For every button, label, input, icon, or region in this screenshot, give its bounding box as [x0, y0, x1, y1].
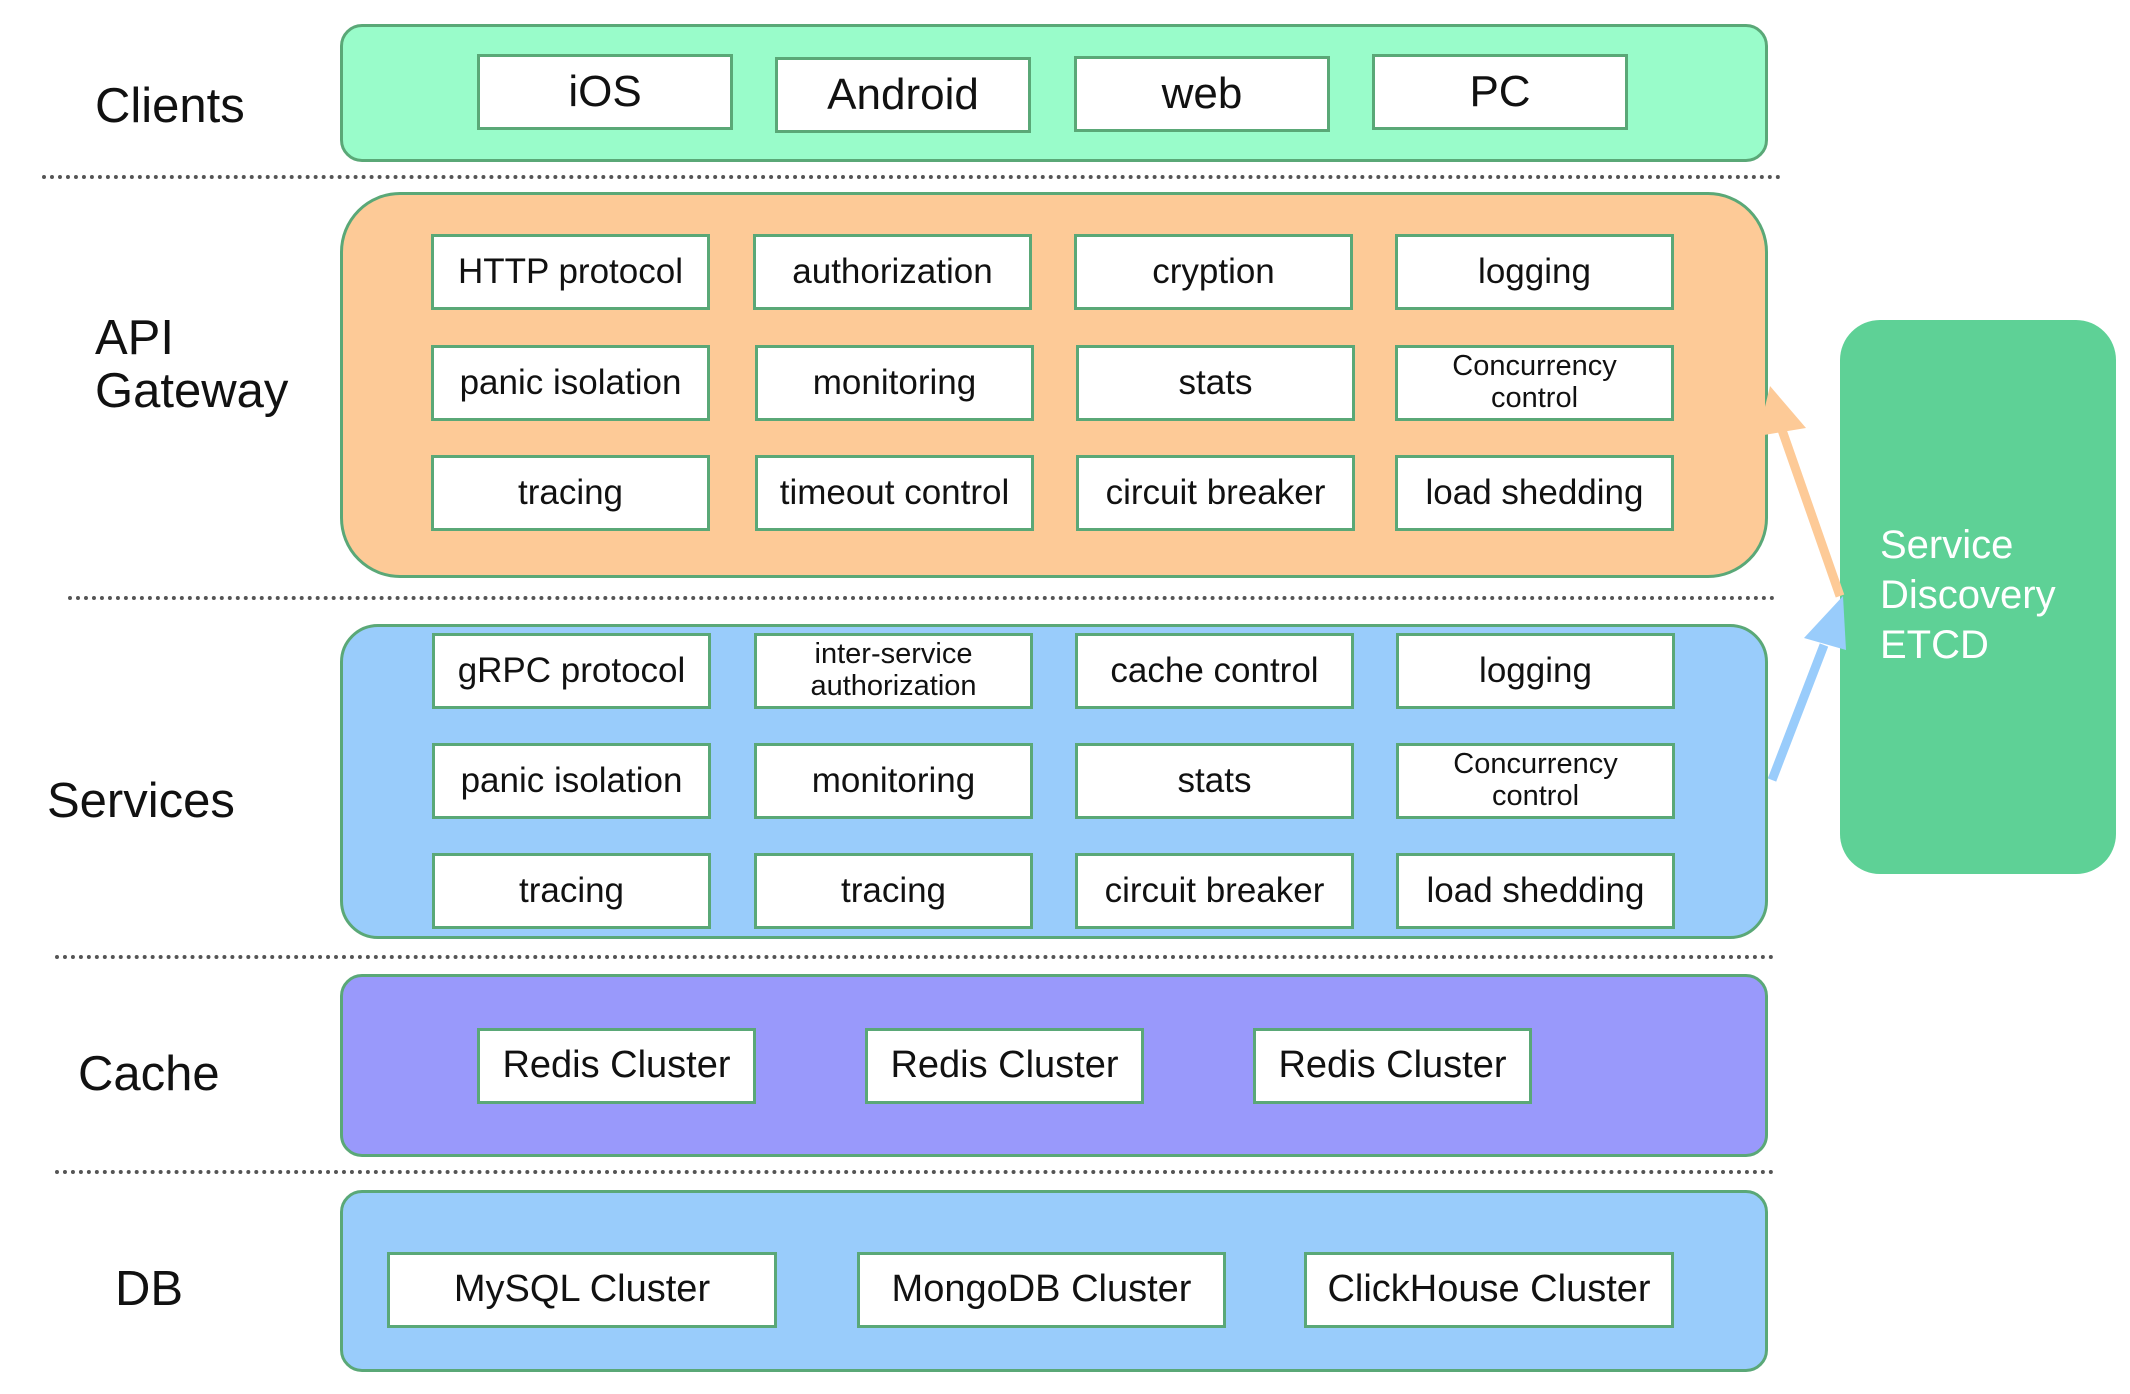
- services-box-5: panic isolation: [432, 743, 711, 819]
- gateway-box-2: authorization: [753, 234, 1032, 310]
- db-box-label: ClickHouse Cluster: [1327, 1268, 1651, 1311]
- db-box-label: MySQL Cluster: [453, 1268, 711, 1311]
- services-box-label: load shedding: [1426, 870, 1645, 910]
- gateway-box-8: Concurrency control: [1395, 345, 1674, 421]
- gateway-box-label: stats: [1178, 362, 1253, 402]
- services-box-label: circuit breaker: [1104, 870, 1325, 910]
- clients-box-3: web: [1074, 56, 1330, 132]
- services-box-label: cache control: [1110, 650, 1319, 690]
- service-discovery-label: Service Discovery ETCD: [1880, 523, 2056, 667]
- services-box-4: logging: [1396, 633, 1675, 709]
- clients-box-label: Android: [827, 69, 979, 119]
- gateway-box-label: load shedding: [1425, 472, 1644, 512]
- cache-box-3: Redis Cluster: [1253, 1028, 1532, 1104]
- services-box-label: stats: [1177, 760, 1252, 800]
- gateway-box-label: panic isolation: [459, 362, 682, 402]
- services-box-label: tracing: [518, 870, 625, 910]
- cache-box-label: Redis Cluster: [502, 1044, 731, 1087]
- services-box-label: monitoring: [811, 760, 976, 800]
- clients-box-4: PC: [1372, 54, 1628, 130]
- gateway-box-label: circuit breaker: [1105, 472, 1326, 512]
- gateway-box-label: monitoring: [812, 362, 977, 402]
- arrow-to-gateway: [1777, 428, 1845, 598]
- layer-label-cache: Cache: [78, 1047, 220, 1101]
- layer-label-db: DB: [115, 1262, 184, 1316]
- gateway-box-label: cryption: [1152, 251, 1275, 291]
- arrow-to-services: [1767, 643, 1829, 782]
- services-box-label: inter-service authorization: [810, 638, 977, 702]
- service-discovery-etcd: Service Discovery ETCD: [1840, 320, 2116, 874]
- db-box-label: MongoDB Cluster: [891, 1268, 1192, 1311]
- divider-services-cache: [55, 955, 1775, 959]
- gateway-box-label: tracing: [517, 472, 624, 512]
- gateway-box-10: timeout control: [755, 455, 1034, 531]
- gateway-box-label: HTTP protocol: [458, 251, 683, 291]
- arrow-to-gateway-head: [1758, 386, 1806, 436]
- gateway-box-9: tracing: [431, 455, 710, 531]
- services-box-9: tracing: [432, 853, 711, 929]
- gateway-box-6: monitoring: [755, 345, 1034, 421]
- gateway-box-4: logging: [1395, 234, 1674, 310]
- divider-gateway-services: [68, 596, 1776, 600]
- services-box-label: panic isolation: [460, 760, 683, 800]
- cache-box-label: Redis Cluster: [890, 1044, 1119, 1087]
- db-box-3: ClickHouse Cluster: [1304, 1252, 1674, 1328]
- gateway-box-11: circuit breaker: [1076, 455, 1355, 531]
- gateway-box-1: HTTP protocol: [431, 234, 710, 310]
- gateway-box-7: stats: [1076, 345, 1355, 421]
- services-box-10: tracing: [754, 853, 1033, 929]
- services-box-2: inter-service authorization: [754, 633, 1033, 709]
- db-box-1: MySQL Cluster: [387, 1252, 777, 1328]
- layer-label-gateway: API Gateway: [95, 311, 289, 418]
- services-box-12: load shedding: [1396, 853, 1675, 929]
- clients-box-label: PC: [1469, 66, 1531, 116]
- cache-box-2: Redis Cluster: [865, 1028, 1144, 1104]
- services-box-label: logging: [1479, 650, 1592, 690]
- gateway-box-5: panic isolation: [431, 345, 710, 421]
- cache-box-label: Redis Cluster: [1278, 1044, 1507, 1087]
- clients-box-1: iOS: [477, 54, 733, 130]
- layer-label-services: Services: [47, 774, 235, 828]
- services-box-label: tracing: [840, 870, 947, 910]
- clients-box-label: web: [1161, 68, 1243, 118]
- divider-cache-db: [55, 1170, 1775, 1174]
- services-box-8: Concurrency control: [1396, 743, 1675, 819]
- gateway-box-label: Concurrency control: [1452, 350, 1617, 414]
- gateway-box-label: logging: [1478, 251, 1591, 291]
- services-box-6: monitoring: [754, 743, 1033, 819]
- gateway-box-label: authorization: [792, 251, 993, 291]
- services-box-1: gRPC protocol: [432, 633, 711, 709]
- services-box-label: gRPC protocol: [457, 650, 686, 690]
- gateway-box-3: cryption: [1074, 234, 1353, 310]
- gateway-box-12: load shedding: [1395, 455, 1674, 531]
- services-box-7: stats: [1075, 743, 1354, 819]
- services-box-11: circuit breaker: [1075, 853, 1354, 929]
- cache-box-1: Redis Cluster: [477, 1028, 756, 1104]
- clients-box-label: iOS: [568, 66, 642, 116]
- db-box-2: MongoDB Cluster: [857, 1252, 1226, 1328]
- gateway-box-label: timeout control: [779, 472, 1010, 512]
- divider-clients-gateway: [42, 175, 1782, 179]
- services-box-label: Concurrency control: [1453, 748, 1618, 812]
- arrow-to-services-head: [1804, 596, 1846, 650]
- layer-label-clients: Clients: [95, 79, 245, 133]
- clients-box-2: Android: [775, 57, 1031, 133]
- services-box-3: cache control: [1075, 633, 1354, 709]
